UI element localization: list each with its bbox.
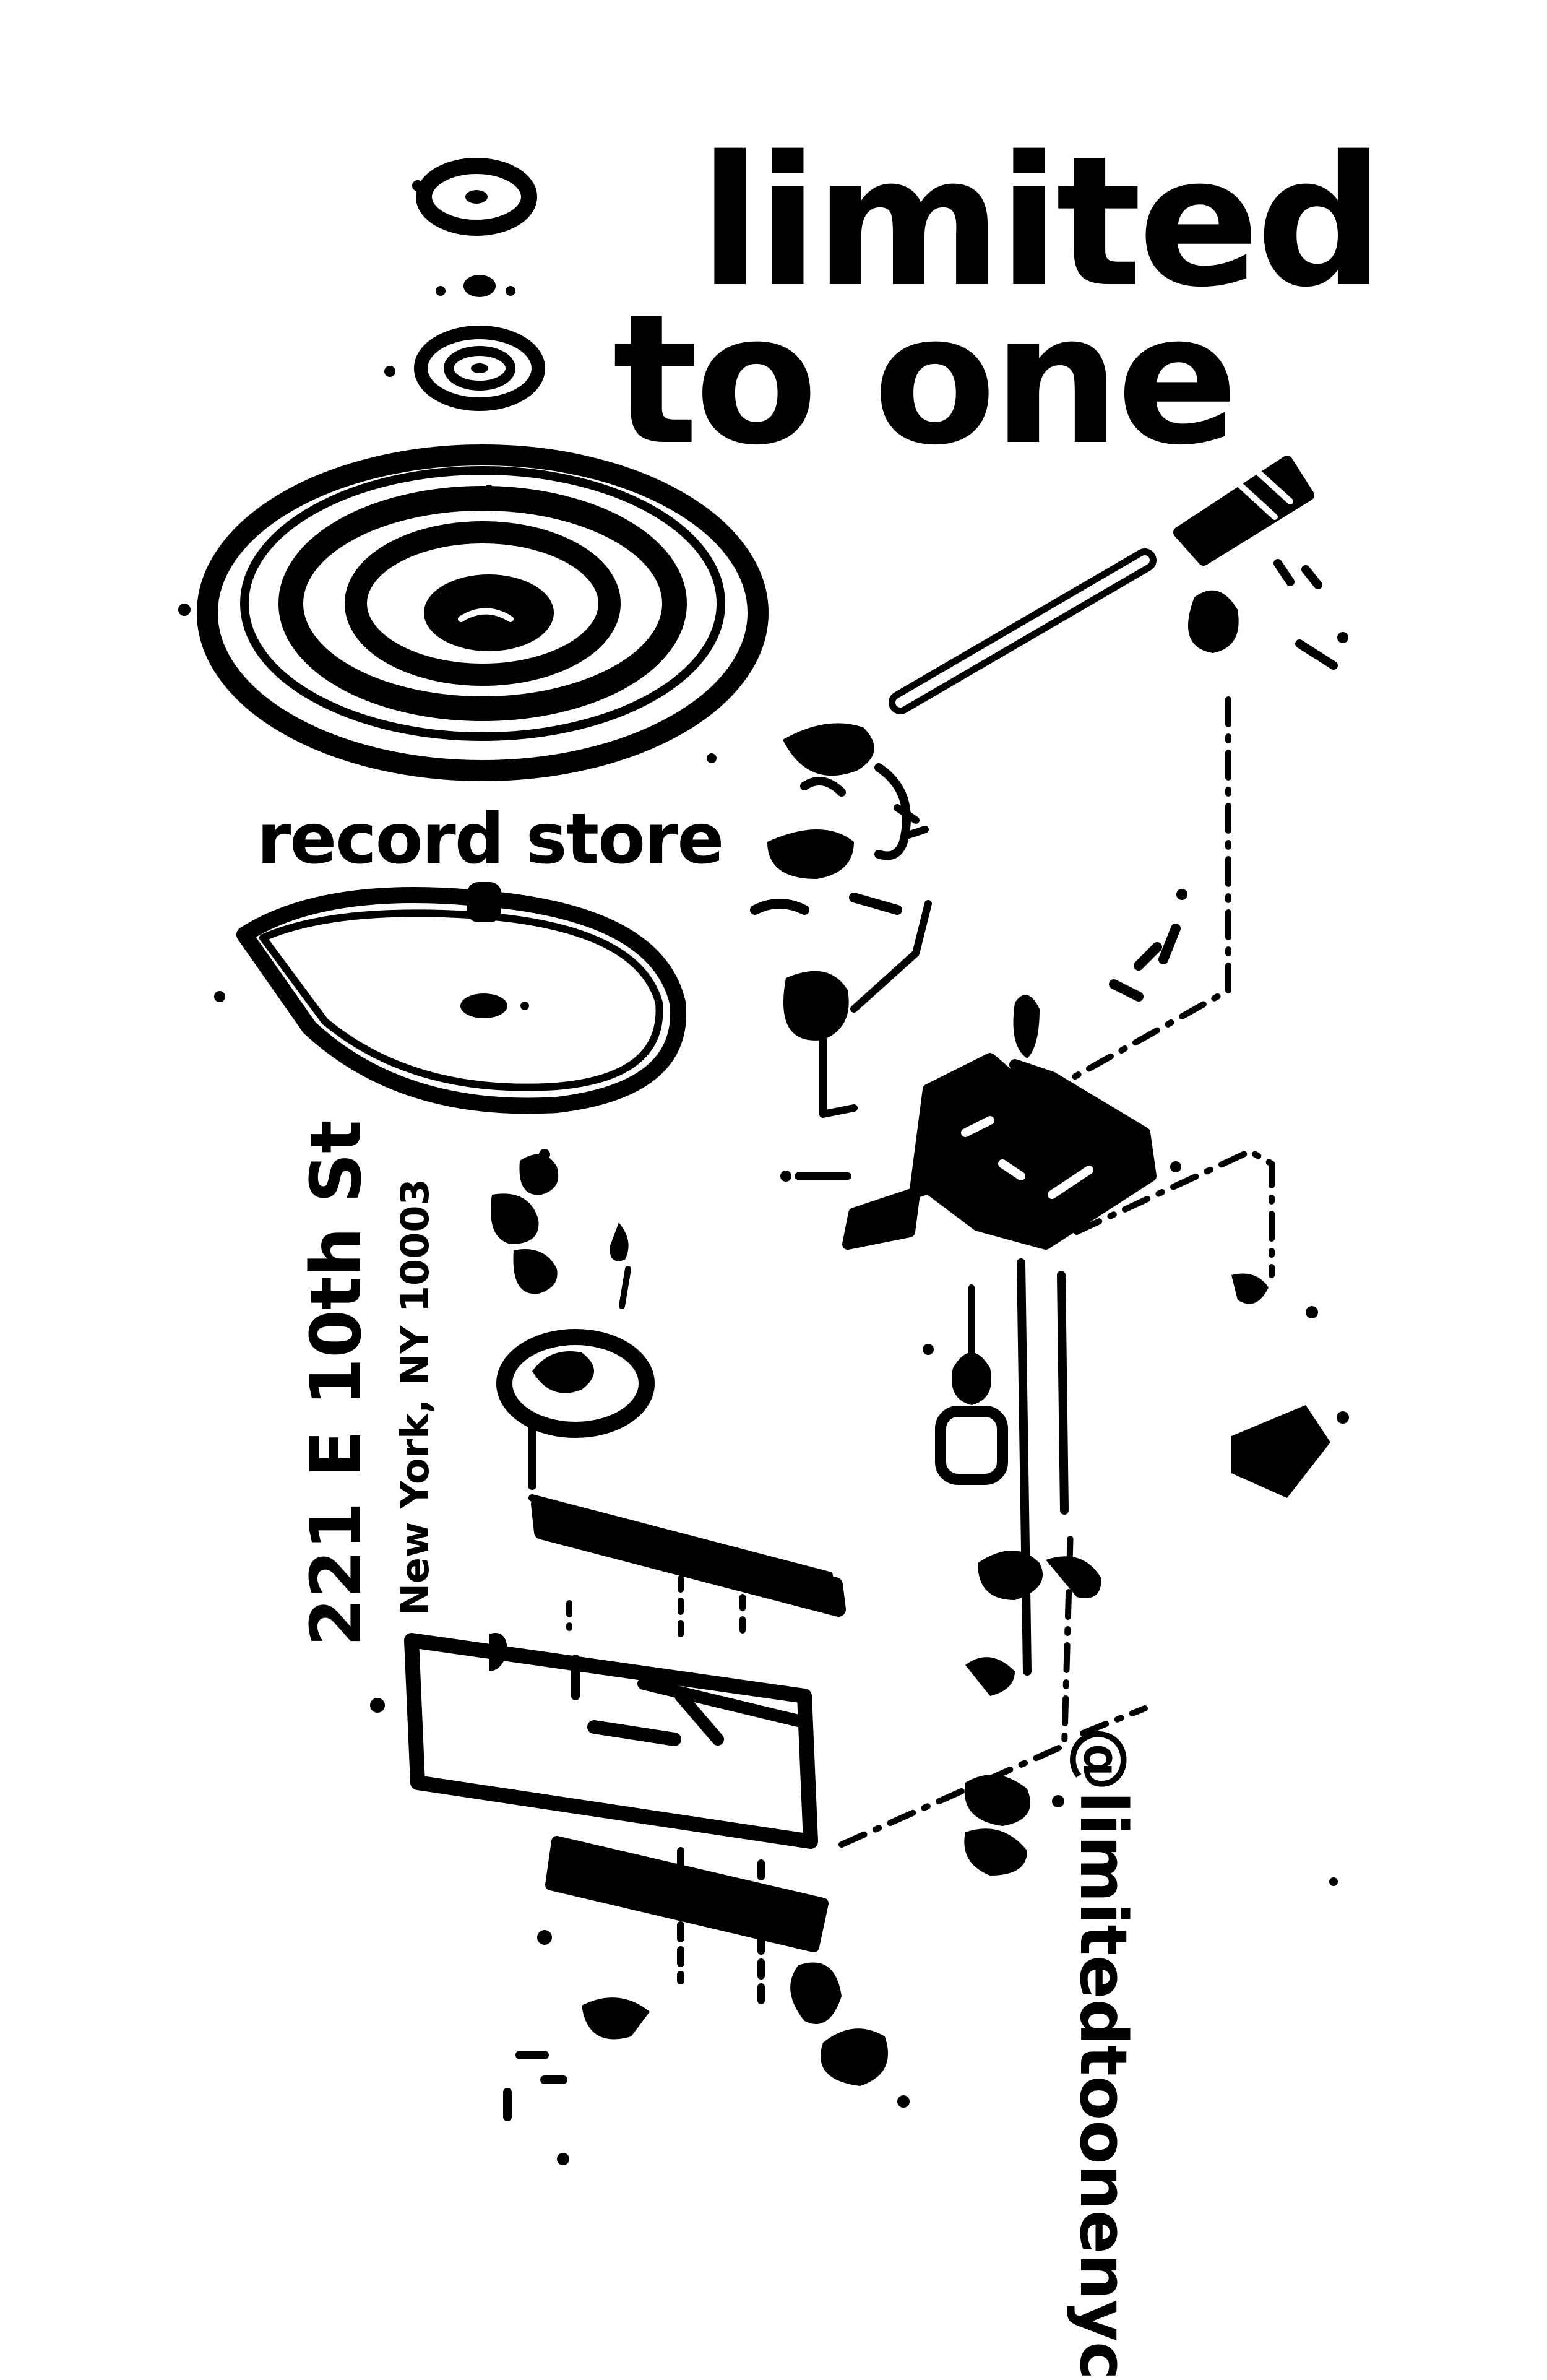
lower-chassis: [503, 1836, 910, 2165]
main-bearing-assembly: [780, 995, 1181, 1250]
right-side-parts: [964, 1273, 1349, 1886]
spindle-post: [923, 1258, 1101, 1676]
cartridge-headshell: [750, 723, 929, 915]
title-line-2: to one: [613, 276, 1238, 485]
base-plate: [370, 1575, 818, 1849]
tonearm-base: [783, 889, 1187, 1118]
base-rail: [528, 1494, 846, 1617]
exploded-turntable-illustration: [178, 158, 1349, 2165]
address-street: 221 E 10th St: [296, 1120, 377, 1647]
dash-guide-lines: [838, 696, 1275, 1848]
vinyl-record: [178, 444, 769, 781]
poster: limited to one record store 221 E 10th S…: [178, 118, 1384, 2380]
tonearm: [889, 456, 1348, 714]
small-record-icon-bottom: [384, 326, 545, 411]
social-handle: @limitedtoonenyc: [1066, 1727, 1141, 2380]
motor-pulley: [496, 1266, 655, 1490]
address-city: New York, NY 10003: [392, 1179, 437, 1616]
title-line-1: limited: [699, 118, 1384, 327]
small-record-icon-middle: [436, 275, 515, 297]
small-record-icon-top: [412, 158, 537, 236]
platter: [214, 882, 686, 1114]
motor-parts-left: [491, 1149, 629, 1294]
subtitle: record store: [257, 799, 724, 880]
